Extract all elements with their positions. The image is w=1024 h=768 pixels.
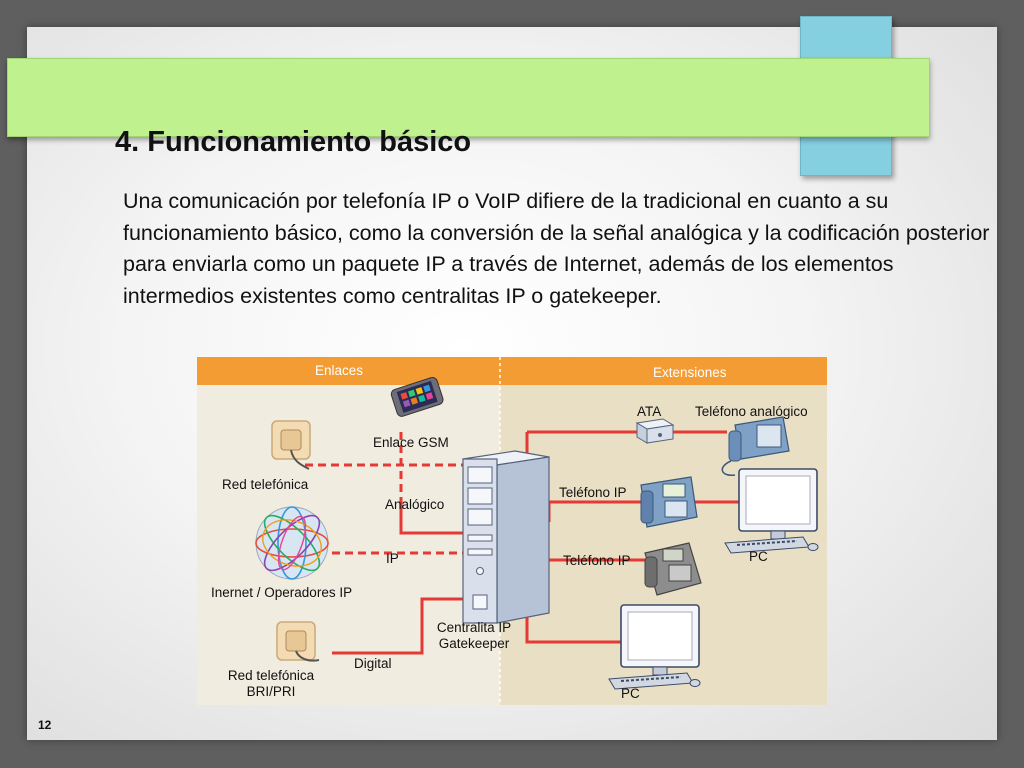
page-number: 12 [38,718,52,732]
label-red-telefonica-bri-line1: Red telefónica [227,668,315,683]
label-telefono-ip-1: Teléfono IP [559,485,627,500]
link-digital [332,597,467,655]
mobile-phone-icon [390,376,444,417]
pc-monitor-2-icon [608,604,701,690]
label-enlace-gsm: Enlace GSM [373,435,449,450]
label-telefono-ip-2: Teléfono IP [563,553,631,568]
label-red-telefonica-bri: Red telefónica BRI/PRI [227,668,315,700]
label-analogico: Analógico [385,497,445,512]
diagram-header-bar [197,357,827,385]
wall-socket-bri-icon [276,621,320,662]
wall-socket-icon [271,420,311,470]
link-analogico [399,497,467,535]
pc-monitor-icon [724,468,819,554]
label-telefono-analogico: Teléfono analógico [695,404,808,419]
header-extensiones: Extensiones [653,365,727,380]
title-band [7,58,930,137]
label-ata: ATA [637,404,662,419]
slide-title: 4. Funcionamiento básico [115,126,472,158]
label-ip: IP [386,551,399,566]
ip-phone-icon [640,476,698,528]
server-tower-icon [462,450,550,624]
label-red-telefonica-bri-line2: BRI/PRI [246,684,296,699]
label-pc-1: PC [749,549,768,564]
label-internet: Inernet / Operadores IP [211,585,353,600]
ata-device-icon [635,418,675,444]
header-enlaces: Enlaces [315,363,364,378]
label-digital: Digital [354,656,392,671]
label-centralita-line1: Centralita IP [436,620,512,635]
slide-body-text: Una comunicación por telefonía IP o VoIP… [123,189,990,308]
voip-diagram: Enlaces Extensiones Enlace GSM Red telef… [197,357,827,705]
analog-phone-icon [721,416,790,476]
ip-phone-2-icon [644,542,702,596]
globe-icon [255,506,329,580]
label-red-telefonica: Red telefónica [222,477,309,492]
label-centralita-line2: Gatekeeper [438,636,510,651]
label-pc-2: PC [621,686,640,701]
enlaces-panel [197,385,500,705]
